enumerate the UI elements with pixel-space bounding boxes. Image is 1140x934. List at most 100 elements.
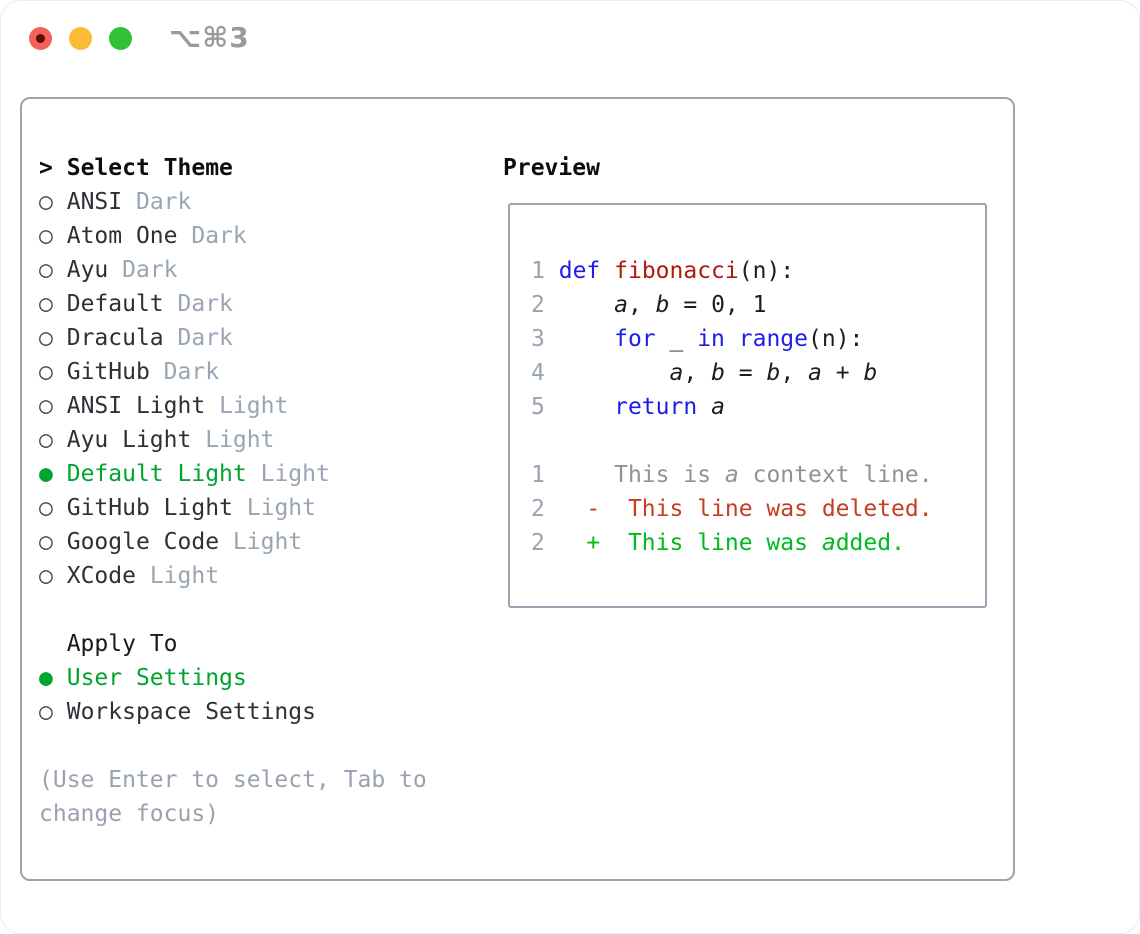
code-segment: (n): xyxy=(808,326,864,352)
zoom-button-icon[interactable] xyxy=(109,27,132,50)
preview-lines: 1 def fibonacci(n): 2 a, b = 0, 1 3 for _ … xyxy=(531,220,985,560)
line-number: 2 xyxy=(531,496,545,522)
theme-option[interactable]: ○ GitHub Light Light xyxy=(39,491,499,525)
preview-title: Preview xyxy=(503,155,600,181)
code-line: 3 for _ in range(n): xyxy=(531,322,985,356)
line-number: 4 xyxy=(531,360,545,386)
line-number: 3 xyxy=(531,326,545,352)
code-segment: , xyxy=(780,360,809,386)
theme-name: GitHub Light xyxy=(66,495,233,521)
code-segment: a xyxy=(724,462,739,488)
theme-option[interactable]: ○ Dracula Dark xyxy=(39,321,499,355)
code-segment xyxy=(559,326,614,352)
theme-variant: Light xyxy=(149,563,220,589)
apply-to-title: Apply To xyxy=(66,631,178,657)
select-theme-header: > Select Theme xyxy=(39,151,499,185)
code-segment: b xyxy=(655,292,670,318)
theme-name: GitHub xyxy=(66,359,150,385)
select-theme-title: Select Theme xyxy=(66,155,233,181)
theme-option[interactable]: ● Default Light Light xyxy=(39,457,499,491)
radio-icon: ○ xyxy=(39,257,53,283)
code-line: 4 a, b = b, a + b xyxy=(531,356,985,390)
code-line: 5 return a xyxy=(531,390,985,424)
radio-icon: ○ xyxy=(39,291,53,317)
apply-to-header: Apply To xyxy=(39,627,499,661)
code-line: 1 This is a context line. xyxy=(531,458,985,492)
theme-option[interactable]: ○ GitHub Dark xyxy=(39,355,499,389)
code-line xyxy=(531,220,985,254)
code-segment: , xyxy=(627,292,656,318)
code-segment xyxy=(559,394,614,420)
apply-to-option[interactable]: ○ Workspace Settings xyxy=(39,695,499,729)
code-segment: a xyxy=(711,394,725,420)
radio-icon: ○ xyxy=(39,325,53,351)
code-segment: , xyxy=(683,360,712,386)
line-number: 5 xyxy=(531,394,545,420)
radio-icon: ○ xyxy=(39,563,53,589)
code-segment: a xyxy=(821,530,836,556)
spacer xyxy=(39,593,499,627)
code-segment xyxy=(697,394,711,420)
code-segment: = 0, 1 xyxy=(669,292,767,318)
theme-option[interactable]: ○ XCode Light xyxy=(39,559,499,593)
theme-option[interactable]: ○ Google Code Light xyxy=(39,525,499,559)
close-button-icon[interactable] xyxy=(29,27,52,50)
theme-variant: Dark xyxy=(177,325,233,351)
code-segment xyxy=(725,326,739,352)
theme-option[interactable]: ○ Ayu Light Light xyxy=(39,423,499,457)
radio-icon: ○ xyxy=(39,393,53,419)
theme-name: Google Code xyxy=(66,529,220,555)
theme-option[interactable]: ○ Atom One Dark xyxy=(39,219,499,253)
theme-option[interactable]: ○ Default Dark xyxy=(39,287,499,321)
theme-variant: Dark xyxy=(191,223,247,249)
radio-icon: ○ xyxy=(39,427,53,453)
apply-to-label: Workspace Settings xyxy=(66,699,316,725)
theme-name: Default Light xyxy=(66,461,247,487)
code-segment: b xyxy=(711,360,725,386)
minimize-button-icon[interactable] xyxy=(69,27,92,50)
code-segment: + This line was xyxy=(586,530,822,556)
hint-line-1: (Use Enter to select, Tab to xyxy=(39,767,427,793)
code-segment xyxy=(559,360,670,386)
radio-selected-icon: ● xyxy=(39,461,53,487)
theme-name: Ayu Light xyxy=(66,427,192,453)
code-line: 2 - This line was deleted. xyxy=(531,492,985,526)
code-segment: def xyxy=(558,258,601,284)
code-segment: for xyxy=(614,326,656,352)
theme-variant: Light xyxy=(205,427,275,453)
code-segment: = xyxy=(724,360,767,386)
code-segment: context line. xyxy=(738,462,933,488)
code-line: 1 def fibonacci(n): xyxy=(531,254,985,288)
theme-variant: Dark xyxy=(135,189,192,215)
theme-name: ANSI Light xyxy=(66,393,206,419)
theme-list: ○ ANSI Dark○ Atom One Dark○ Ayu Dark○ De… xyxy=(39,185,499,593)
titlebar: ⌥⌘3 xyxy=(1,1,1139,77)
theme-option[interactable]: ○ Ayu Dark xyxy=(39,253,499,287)
theme-option[interactable]: ○ ANSI Dark xyxy=(39,185,499,219)
code-segment: + xyxy=(821,360,864,386)
theme-name: ANSI xyxy=(66,189,123,215)
theme-option[interactable]: ○ ANSI Light Light xyxy=(39,389,499,423)
focus-cursor: > xyxy=(39,155,53,181)
code-segment: b xyxy=(863,360,878,386)
code-segment: This is xyxy=(558,462,725,488)
preview-code-box: 1 def fibonacci(n): 2 a, b = 0, 1 3 for _ … xyxy=(508,203,987,608)
code-segment: b xyxy=(766,360,781,386)
theme-variant: Light xyxy=(246,495,316,521)
code-segment xyxy=(559,496,587,522)
theme-name: Atom One xyxy=(66,223,178,249)
code-segment: a xyxy=(808,360,822,386)
theme-name: Default xyxy=(66,291,164,317)
theme-variant: Light xyxy=(232,529,303,555)
apply-to-option[interactable]: ● User Settings xyxy=(39,661,499,695)
theme-variant: Dark xyxy=(122,257,178,283)
code-segment: - This line was deleted. xyxy=(586,496,933,522)
hint-line-2: change focus) xyxy=(39,801,220,827)
line-number: 1 xyxy=(531,258,545,284)
radio-icon: ○ xyxy=(39,189,53,215)
line-number: 1 xyxy=(531,462,545,488)
theme-variant: Light xyxy=(219,393,289,419)
radio-icon: ○ xyxy=(39,359,53,385)
line-number: 2 xyxy=(531,292,545,318)
theme-name: Dracula xyxy=(66,325,164,351)
